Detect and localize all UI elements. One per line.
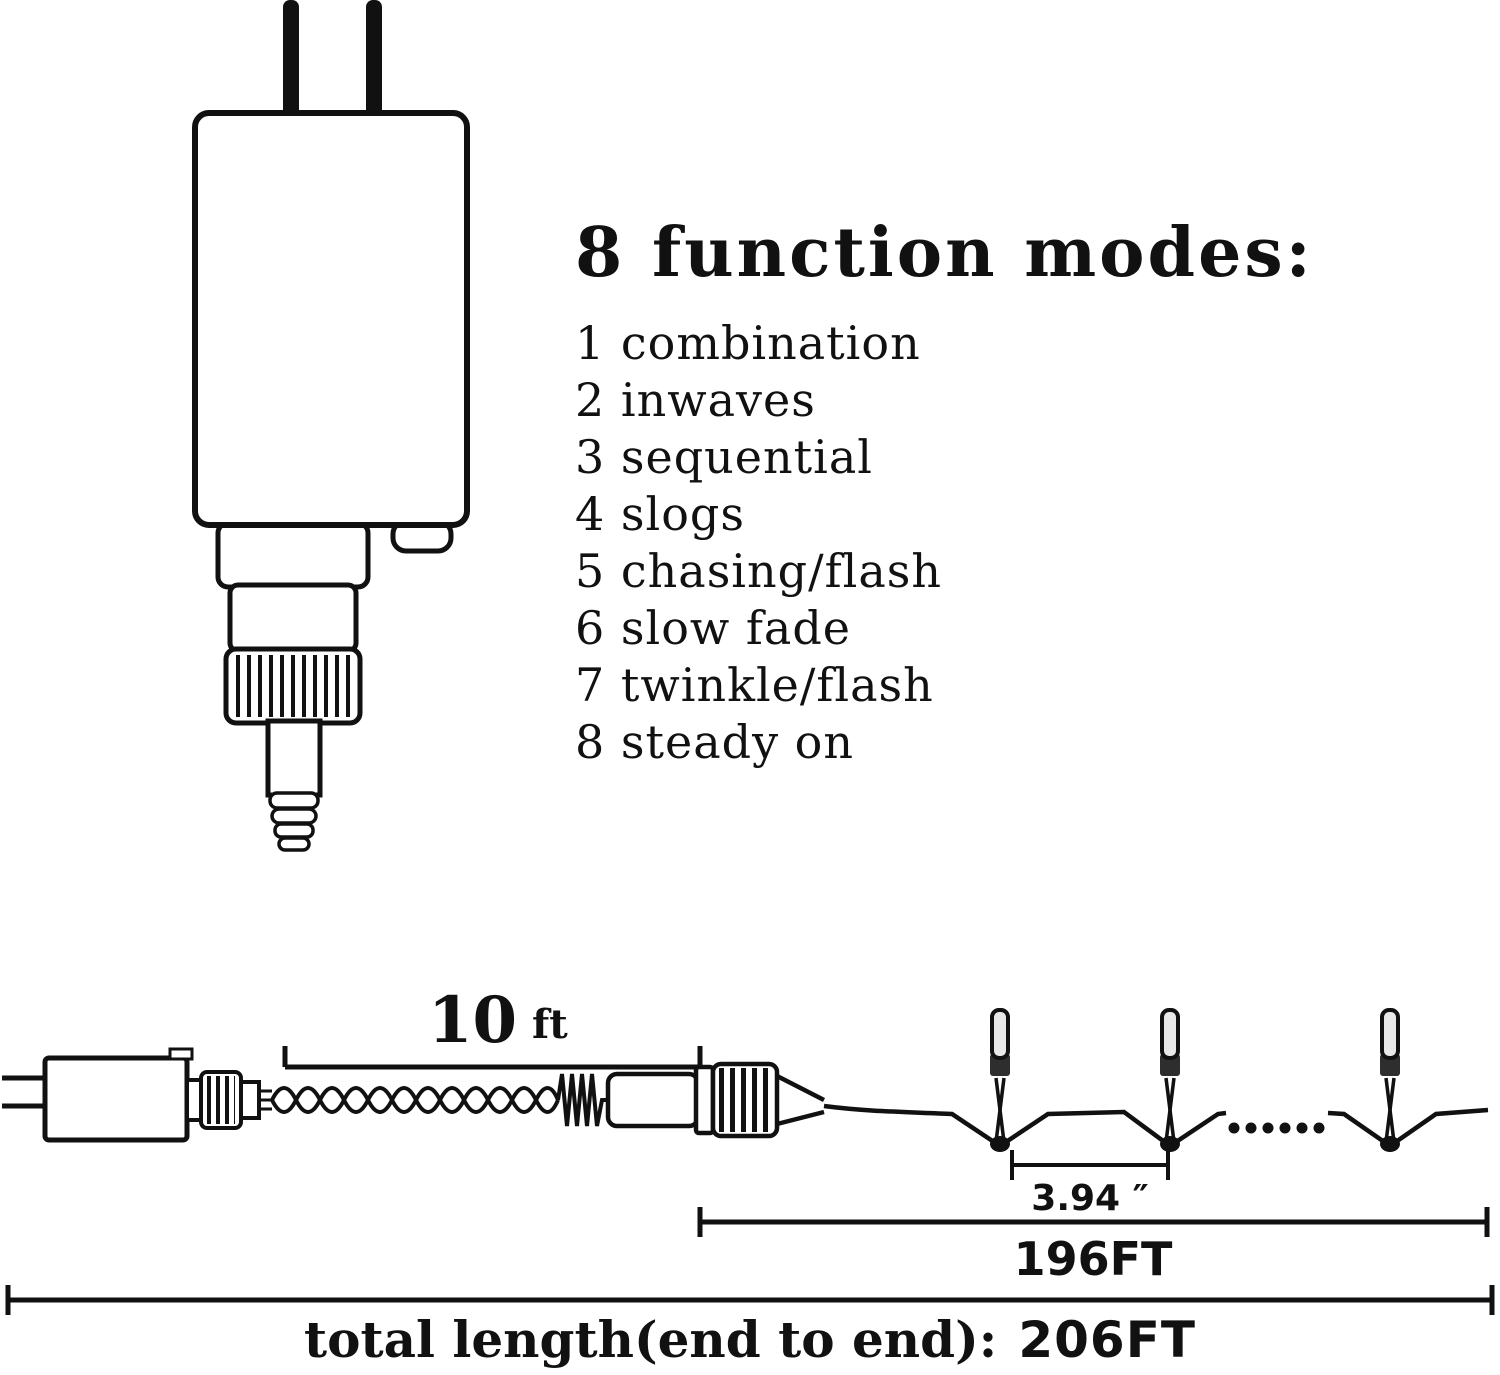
string-length-measure (697, 1207, 1490, 1237)
lead-length-unit: ft (532, 1001, 568, 1048)
adapter-connector-stack (215, 518, 454, 654)
mode-item-2: 2 inwaves (575, 373, 816, 428)
twisted-wire (270, 1086, 560, 1114)
led-bulb-1 (990, 1008, 1010, 1152)
total-length-text: total length(end to end): (304, 1310, 998, 1369)
knurled-ring (223, 646, 363, 726)
modes-title: 8 function modes: (575, 213, 1314, 293)
lead-length-value: 10 (428, 983, 517, 1058)
connector-pair (605, 1061, 826, 1139)
led-bulb-2 (1160, 1008, 1180, 1152)
adapter-output-connector (185, 1070, 274, 1130)
coil-strain-relief (556, 1073, 608, 1127)
mode-item-7: 7 twinkle/flash (575, 658, 934, 713)
mode-item-3: 3 sequential (575, 430, 873, 485)
string-length-label: 196FT (1014, 1232, 1173, 1286)
string-light-diagram: 10 ft (2, 983, 1495, 1315)
mode-item-4: 4 slogs (575, 487, 745, 542)
function-modes-panel: 8 function modes: 1 combination 2 inwave… (575, 213, 1375, 771)
mode-item-1: 1 combination (575, 316, 921, 371)
continuation-dots (1228, 1122, 1325, 1134)
mode-item-6: 6 slow fade (575, 601, 852, 656)
bulb-spacing-label: 3.94 ″ (1031, 1178, 1148, 1219)
plug-prongs (283, 0, 382, 120)
led-bulb-3 (1380, 1008, 1400, 1152)
total-length-value: 206FT (1018, 1311, 1196, 1369)
total-length-measure (5, 1285, 1495, 1315)
power-adapter-drawing (192, 0, 470, 852)
mode-item-5: 5 chasing/flash (575, 544, 942, 599)
total-length-caption: total length(end to end): 206FT (0, 1310, 1500, 1369)
wall-plug-drawing (2, 1047, 194, 1143)
bulb-spacing-measure (1010, 1150, 1170, 1180)
mode-item-8: 8 steady on (575, 715, 855, 770)
plug-tip (265, 718, 323, 852)
adapter-body (192, 110, 470, 528)
